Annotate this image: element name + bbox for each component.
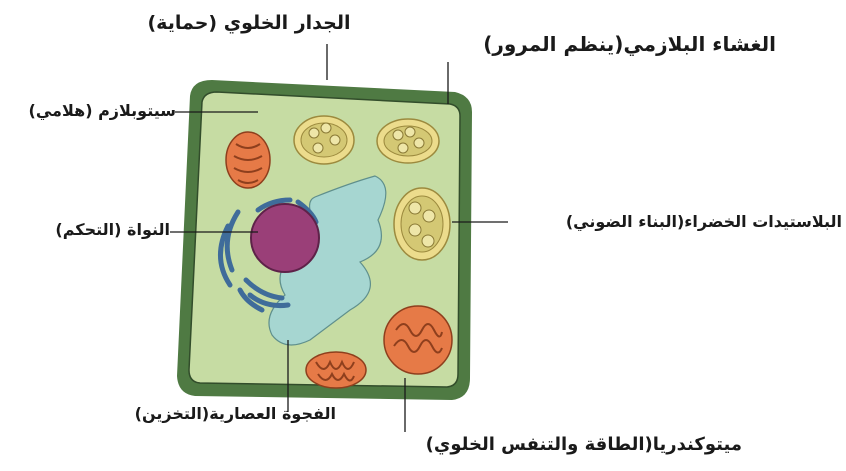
label-vacuole: الفجوة العصارية(التخزين) — [90, 404, 336, 423]
label-nucleus: النواة (التحكم) — [14, 220, 170, 239]
mitochondrion — [306, 352, 366, 388]
chloroplast — [377, 119, 439, 163]
nucleus — [251, 204, 319, 272]
label-cytoplasm: سيتوبلازم (هلامي) — [6, 101, 176, 120]
chloroplast — [394, 188, 450, 260]
mitochondrion — [384, 306, 452, 374]
label-chloroplasts: البلاستيدات الخضراء(البناء الضوني) — [508, 212, 842, 231]
label-cell-wall: الجدار الخلوي (حماية) — [108, 12, 390, 34]
label-plasma-membrane: الغشاء البلازمي(ينظم المرور) — [432, 32, 776, 56]
mitochondrion — [226, 132, 270, 188]
chloroplast — [294, 116, 354, 164]
label-mitochondria: ميتوكندريا(الطاقة والتنفس الخلوي) — [366, 434, 742, 455]
